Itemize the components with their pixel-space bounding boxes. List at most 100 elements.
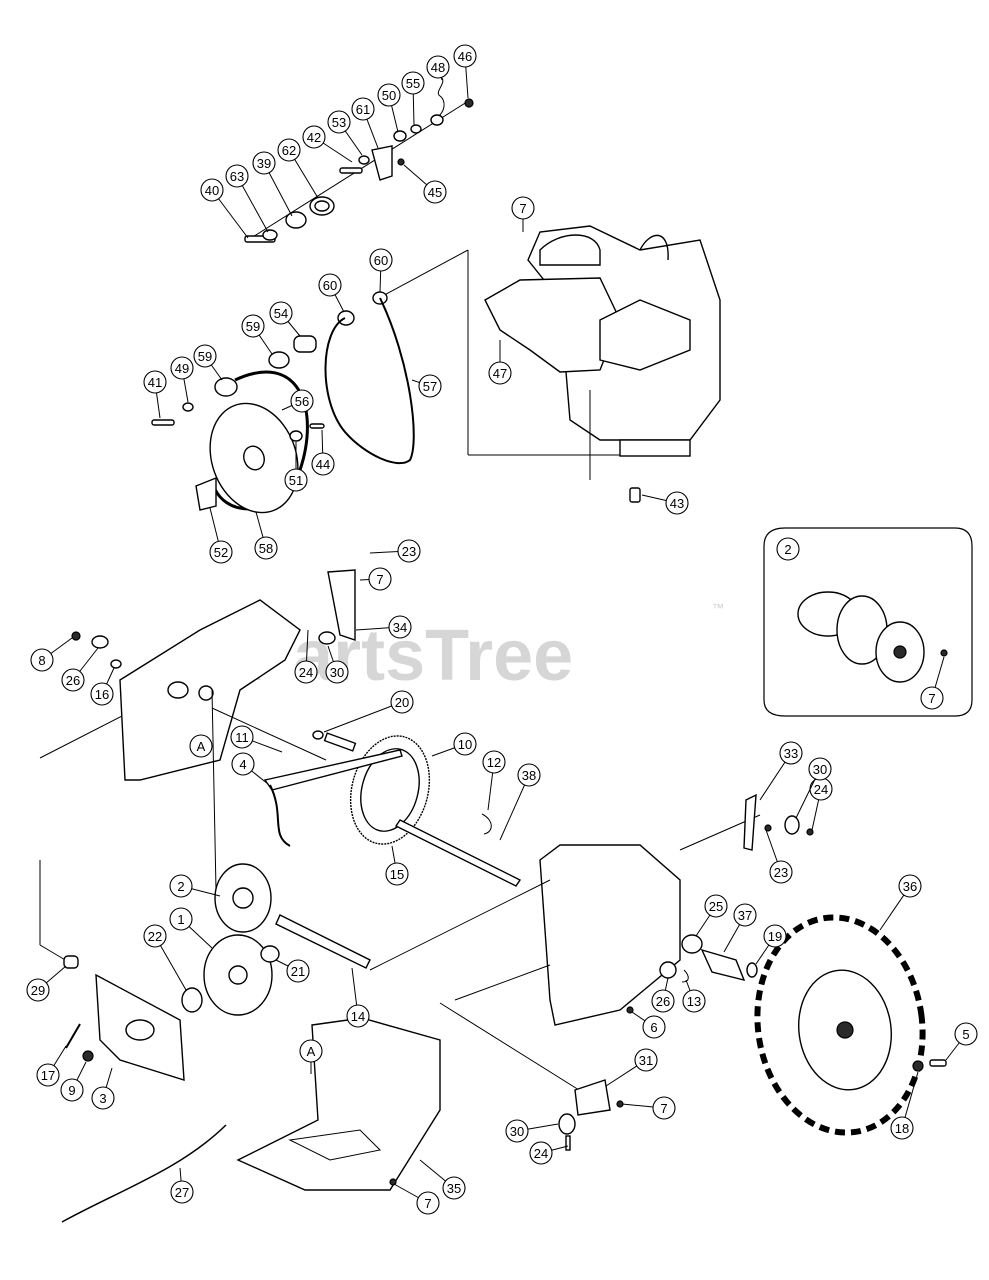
callout-number: 26 [656,994,670,1009]
callout-number: 19 [768,929,782,944]
callout-circle [482,750,506,774]
callout-circle [143,370,167,394]
callout-number: 12 [487,755,501,770]
spacer-55 [410,124,422,134]
callout-circle [299,1039,323,1063]
callout-circle [209,540,233,564]
bolt-44 [309,423,325,429]
callout-60-2: 60 [369,248,393,293]
callout-A-2: A [299,1039,323,1074]
callout-63: 63 [225,164,269,233]
callout-number: 61 [356,102,370,117]
callout-number: 59 [246,319,260,334]
shift-link [269,784,291,847]
callout-circle [302,125,326,149]
washer-51 [289,430,303,442]
callout-number: 1 [177,912,184,927]
callout-circle [776,537,800,561]
bracket-34 [327,569,356,641]
callout-circle [763,924,787,948]
callout-circle [808,757,832,781]
callout-circle [401,71,425,95]
callout-circle [890,1116,914,1140]
callout-24-3: 24 [529,1141,569,1165]
callout-11: 11 [230,725,283,753]
callout-layer: 1223456777778910111213141516171819202122… [26,44,978,1215]
callout-number: 59 [198,349,212,364]
callout-circle [290,389,314,413]
bushing-29 [63,955,79,969]
callout-circle [733,903,757,927]
bushing-54 [293,335,317,353]
callout-62: 62 [277,138,319,199]
callout-36: 36 [879,874,922,931]
callout-8: 8 [30,637,73,672]
callout-number: 52 [214,545,228,560]
callout-54: 54 [269,301,301,337]
callout-A-1: A [189,734,213,758]
callout-number: 30 [813,762,827,777]
callout-4: 4 [231,752,269,785]
axle-38 [394,819,522,887]
callout-circle [311,452,335,476]
callout-34: 34 [355,615,412,639]
callout-circle [277,138,301,162]
callout-circle [26,978,50,1002]
callout-number: 60 [323,278,337,293]
callout-number: 23 [774,865,788,880]
idler-pulley-59a [214,377,238,397]
washer-63 [262,229,278,241]
callout-circle [170,356,194,380]
callout-24-2: 24 [809,777,833,831]
callout-circle [954,1022,978,1046]
callout-circle [327,110,351,134]
callout-56: 56 [281,389,314,413]
callout-number: 44 [316,457,330,472]
callout-circle [397,539,421,563]
callout-number: 39 [257,156,271,171]
callout-42: 42 [302,125,353,163]
callout-circle [442,1176,466,1200]
ring-19 [746,962,758,978]
callout-number: 51 [289,473,303,488]
callout-circle [390,690,414,714]
callout-circle [231,752,255,776]
callout-circle [634,1048,658,1072]
spring-17 [65,1023,81,1049]
callout-number: 21 [291,964,305,979]
callout-number: 13 [687,994,701,1009]
callout-number: 41 [148,375,162,390]
callout-circle [511,196,535,220]
callout-circle [453,44,477,68]
callout-number: 47 [493,366,507,381]
callout-circle [346,1004,370,1028]
callout-41: 41 [143,370,167,419]
callout-26-1: 26 [61,647,99,692]
callout-52: 52 [209,507,233,564]
shroud-47 [484,277,621,373]
callout-circle [423,180,447,204]
callout-58: 58 [254,511,278,560]
leader-line [323,701,403,733]
callout-12: 12 [482,750,506,811]
callout-number: 34 [393,620,407,635]
bracket-31 [574,1079,611,1116]
callout-number: 2 [177,879,184,894]
callout-number: 27 [175,1185,189,1200]
callout-circle [225,164,249,188]
callout-7-4: 7 [621,1096,676,1120]
callout-number: 15 [390,867,404,882]
callout-43: 43 [641,491,689,515]
callout-number: 4 [239,757,246,772]
callout-13: 13 [682,979,706,1013]
callout-number: 50 [382,88,396,103]
callout-38: 38 [499,763,541,841]
callout-5: 5 [945,1022,978,1061]
hex-shaft-14 [275,914,371,969]
bushing-39 [285,211,307,229]
callout-circle [651,989,675,1013]
callout-circle [529,1141,553,1165]
callout-circle [252,151,276,175]
callout-23-2: 23 [765,829,793,884]
callout-circle [36,1063,60,1087]
